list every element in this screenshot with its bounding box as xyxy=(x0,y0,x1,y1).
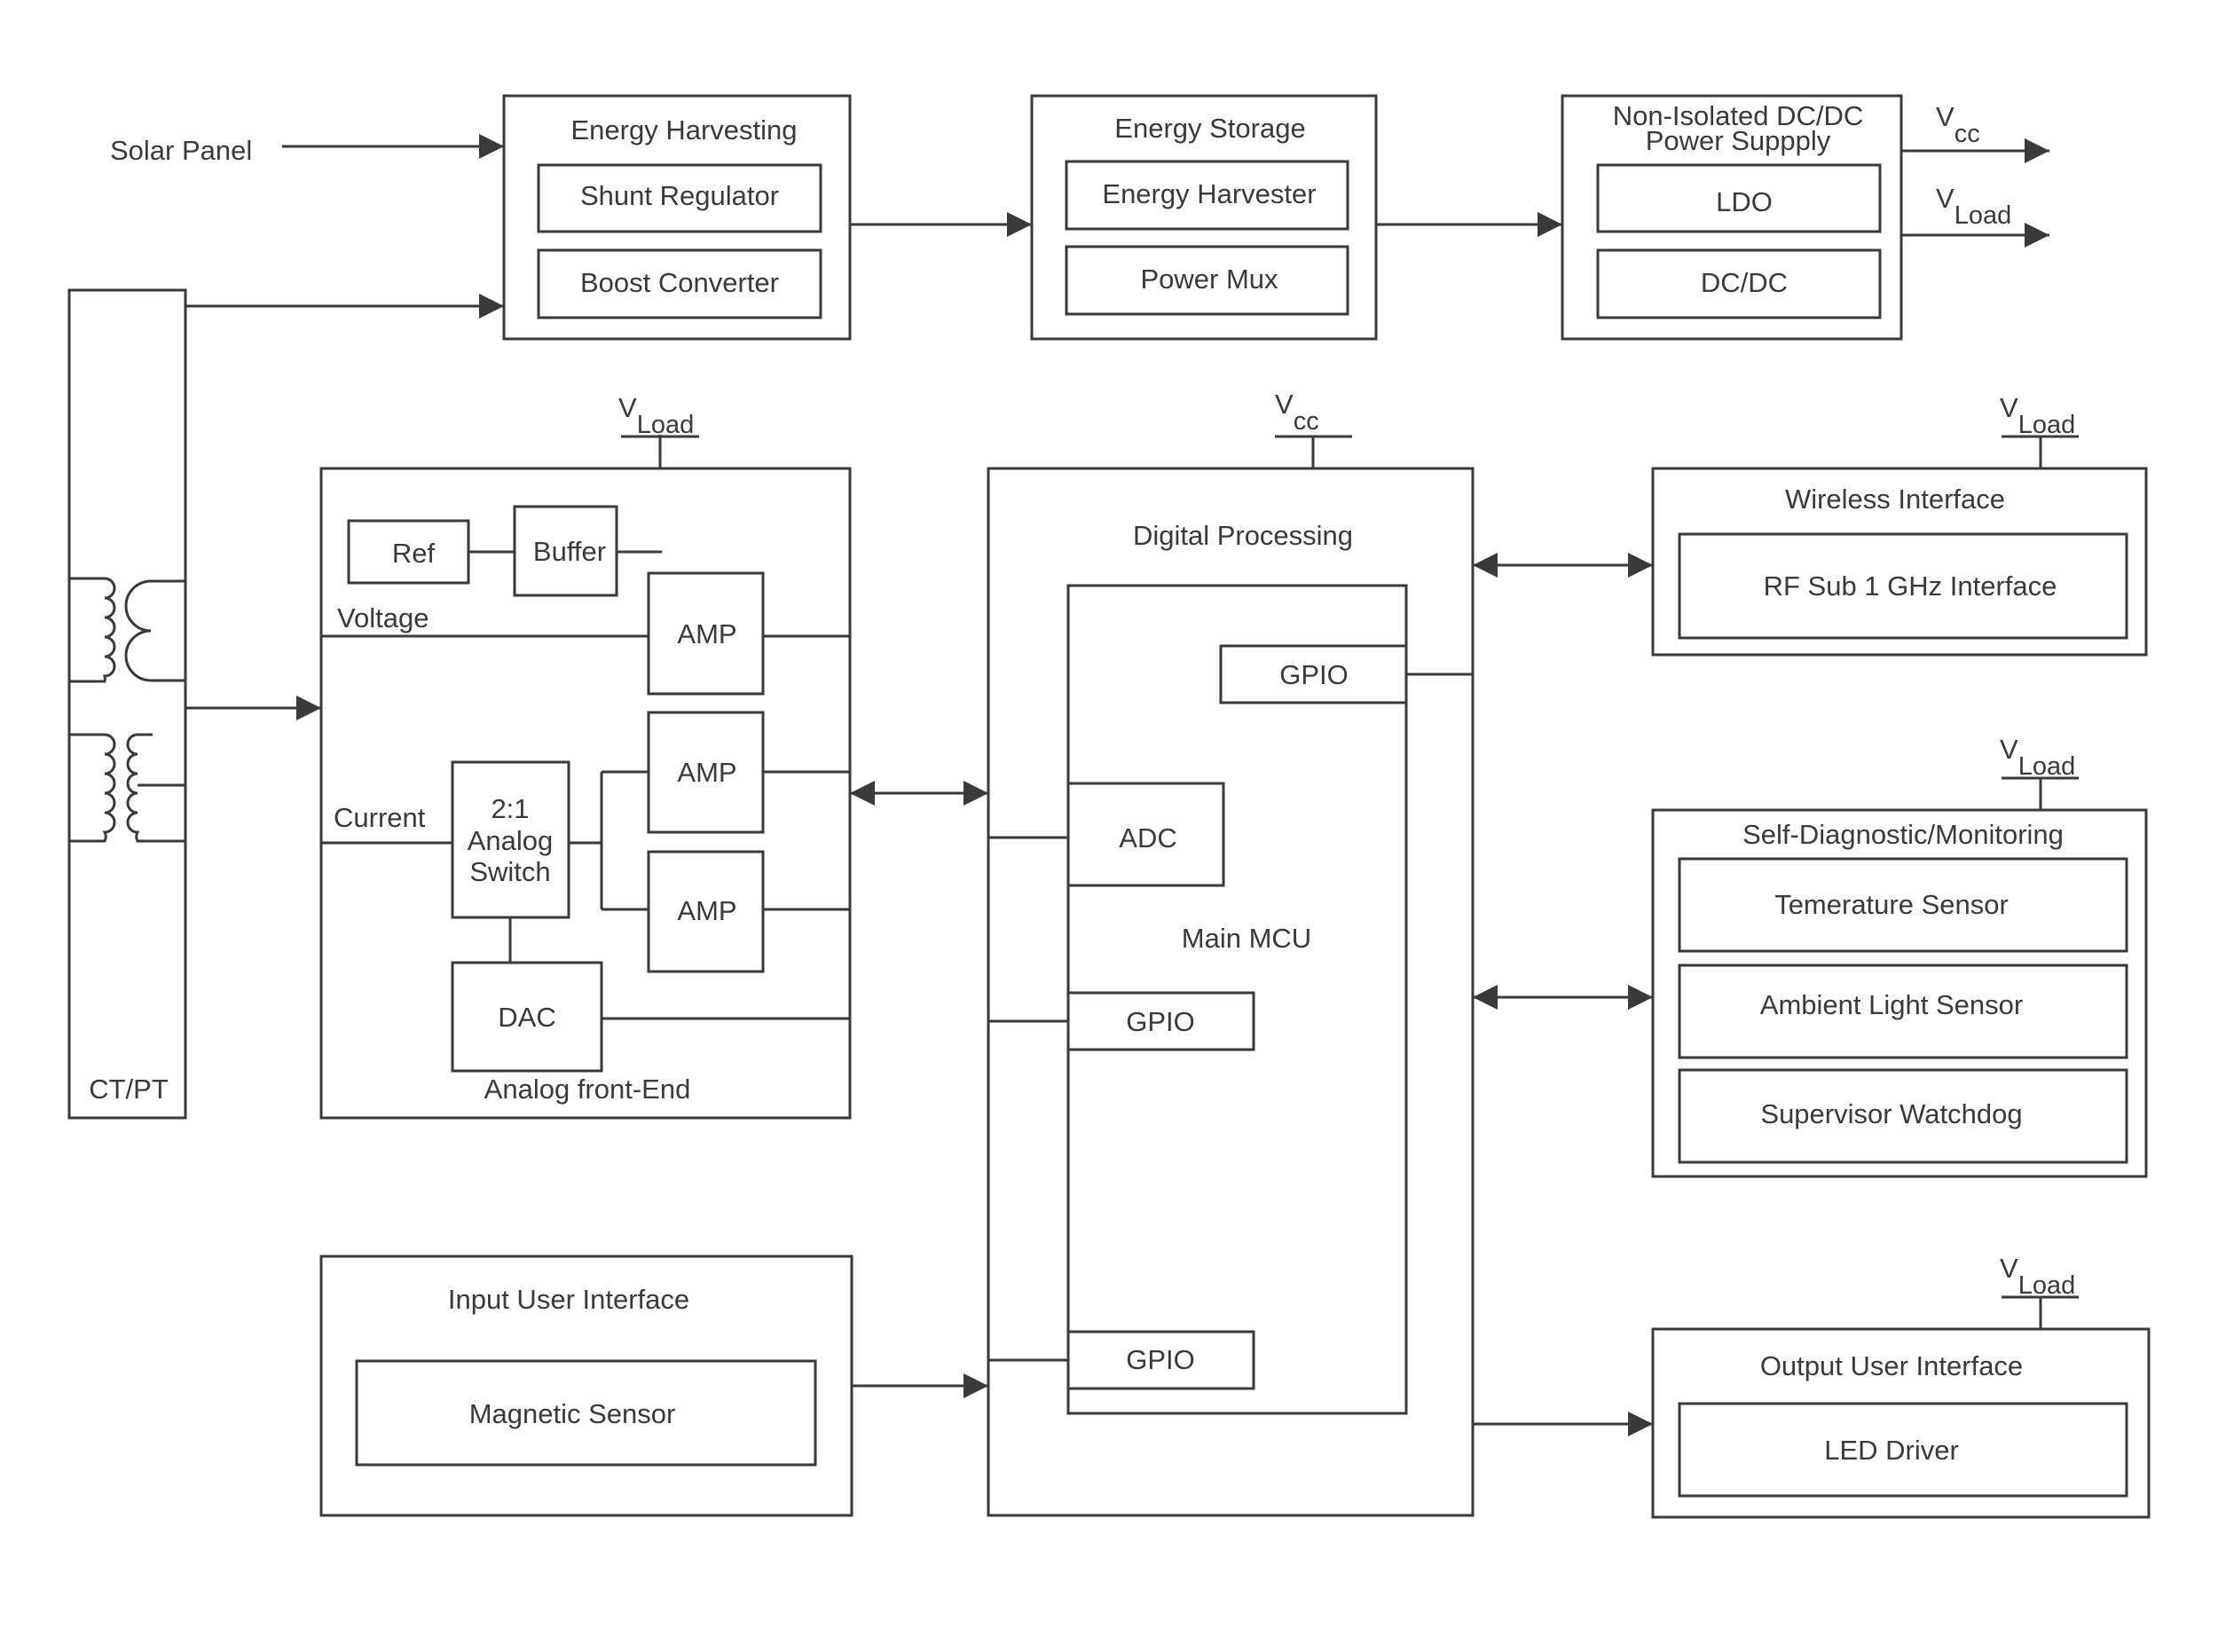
analog-switch-line1: 2:1 xyxy=(491,793,529,824)
wireless-title: Wireless Interface xyxy=(1785,484,2005,515)
power-supply-title-line1: Non-Isolated DC/DC xyxy=(1613,100,1864,131)
wireless-interface-block: VLoad Wireless Interface RF Sub 1 GHz In… xyxy=(1651,392,2148,657)
buffer-label: Buffer xyxy=(533,536,606,567)
output-vload-label: VLoad xyxy=(2000,1253,2075,1300)
temperature-sensor-label: Temerature Sensor xyxy=(1774,889,2009,920)
transformer-1-primary xyxy=(69,577,116,683)
dcdc-box xyxy=(1596,248,1882,319)
digital-processing-block: Vcc Digital Processing Main MCU GPIO ADC… xyxy=(987,389,1475,1517)
dcdc-label: DC/DC xyxy=(1701,267,1788,298)
input-ui-block: Input User Interface Magnetic Sensor xyxy=(319,1255,853,1517)
solar-panel-label: Solar Panel xyxy=(110,135,252,166)
led-driver-label: LED Driver xyxy=(1824,1435,1959,1466)
rf-interface-box xyxy=(1678,532,2128,640)
analog-front-end-block: VLoad Ref Buffer Voltage AMP Current 2:1… xyxy=(319,392,852,1120)
output-ui-block: VLoad Output User Interface LED Driver xyxy=(1651,1253,2151,1519)
ambient-light-sensor-label: Ambient Light Sensor xyxy=(1760,989,2023,1020)
amp-3-box xyxy=(647,850,765,973)
voltage-label: Voltage xyxy=(337,602,429,633)
ct-pt-label: CT/PT xyxy=(89,1074,169,1105)
amp-3-label: AMP xyxy=(677,895,736,926)
self-diagnostic-title: Self-Diagnostic/Monitoring xyxy=(1742,819,2064,850)
transformer-2-secondary xyxy=(126,733,185,843)
temperature-sensor-box xyxy=(1678,857,2128,953)
led-driver-box xyxy=(1678,1402,2128,1498)
input-ui-title: Input User Interface xyxy=(448,1284,689,1315)
wireless-vload-label: VLoad xyxy=(2000,392,2075,439)
self-diagnostic-block: VLoad Self-Diagnostic/Monitoring Temerat… xyxy=(1651,734,2148,1178)
supervisor-watchdog-box xyxy=(1678,1068,2128,1164)
adc-box xyxy=(1066,782,1225,887)
analog-switch-line2: Analog xyxy=(468,825,554,856)
energy-harvester-label: Energy Harvester xyxy=(1102,178,1316,209)
amp-1-label: AMP xyxy=(677,618,736,649)
gpio-bottom-label: GPIO xyxy=(1126,1344,1195,1375)
vcc-output-label: Vcc xyxy=(1936,101,1980,148)
ldo-box xyxy=(1596,163,1882,233)
ldo-label: LDO xyxy=(1716,186,1773,217)
digital-vcc-label: Vcc xyxy=(1275,389,1319,436)
power-supply-block: Non-Isolated DC/DC Power Suppply LDO DC/… xyxy=(1561,94,1903,341)
power-mux-box xyxy=(1065,245,1349,316)
analog-front-end-title: Analog front-End xyxy=(484,1074,691,1105)
rf-interface-label: RF Sub 1 GHz Interface xyxy=(1764,570,2057,602)
transformer-1-secondary xyxy=(124,579,185,682)
boost-converter-label: Boost Converter xyxy=(580,267,779,298)
gpio-top-label: GPIO xyxy=(1279,659,1349,690)
supervisor-watchdog-label: Supervisor Watchdog xyxy=(1760,1098,2022,1129)
shunt-regulator-label: Shunt Regulator xyxy=(580,180,779,211)
output-ui-title: Output User Interface xyxy=(1760,1350,2023,1381)
power-supply-title-line2: Power Suppply xyxy=(1646,125,1831,156)
energy-harvester-box xyxy=(1065,160,1349,231)
amp-2-label: AMP xyxy=(677,757,736,788)
magnetic-sensor-box xyxy=(355,1359,817,1467)
energy-harvesting-title: Energy Harvesting xyxy=(570,114,797,146)
amp-1-box xyxy=(647,571,765,696)
gpio-mid-label: GPIO xyxy=(1126,1006,1195,1037)
transformer-2-primary xyxy=(69,733,116,843)
magnetic-sensor-label: Magnetic Sensor xyxy=(469,1398,676,1429)
dac-label: DAC xyxy=(498,1002,555,1033)
ref-label: Ref xyxy=(392,538,436,569)
ct-pt-block: CT/PT xyxy=(67,288,187,1120)
energy-harvesting-block: Energy Harvesting Shunt Regulator Boost … xyxy=(502,94,852,341)
adc-label: ADC xyxy=(1119,822,1176,854)
main-mcu-label: Main MCU xyxy=(1182,923,1311,954)
boost-converter-box xyxy=(537,248,822,319)
power-mux-label: Power Mux xyxy=(1140,264,1278,295)
dac-box xyxy=(451,961,603,1073)
analog-switch-line3: Switch xyxy=(469,856,550,887)
ambient-light-sensor-box xyxy=(1678,964,2128,1059)
energy-storage-block: Energy Storage Energy Harvester Power Mu… xyxy=(1030,94,1378,341)
shunt-regulator-box xyxy=(537,163,822,233)
afe-vload-label: VLoad xyxy=(618,392,694,439)
main-mcu-box xyxy=(1066,584,1408,1415)
digital-processing-title: Digital Processing xyxy=(1133,520,1353,551)
diagnostic-vload-label: VLoad xyxy=(2000,734,2075,781)
energy-storage-title: Energy Storage xyxy=(1114,113,1305,144)
vload-output-label: VLoad xyxy=(1936,183,2011,230)
current-label: Current xyxy=(334,802,426,833)
